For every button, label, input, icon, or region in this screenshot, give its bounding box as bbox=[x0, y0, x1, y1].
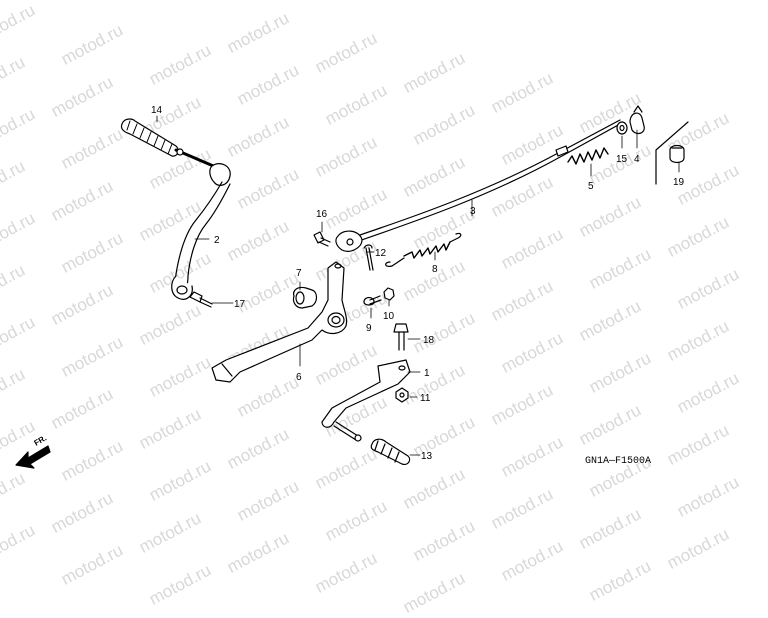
callout-15: 15 bbox=[616, 154, 628, 165]
part-17-bolt bbox=[189, 291, 213, 308]
part-6-brake-pedal bbox=[211, 261, 348, 383]
part-18-bolt bbox=[393, 323, 409, 351]
part-12-pin bbox=[363, 244, 374, 271]
callout-10: 10 bbox=[383, 311, 395, 322]
part-8-spring bbox=[385, 232, 462, 267]
part-5-spring bbox=[567, 147, 609, 165]
part-13-shift-rubber bbox=[370, 438, 411, 465]
front-arrow-icon bbox=[15, 445, 51, 469]
leader-lines bbox=[156, 115, 680, 456]
callout-2: 2 bbox=[214, 235, 220, 246]
part-9-bolt bbox=[363, 295, 382, 306]
part-2-kick-arm bbox=[171, 163, 231, 300]
part-1-shift-arm bbox=[321, 359, 411, 442]
callout-18: 18 bbox=[423, 335, 435, 346]
callout-16: 16 bbox=[316, 209, 328, 220]
part-7-bushing bbox=[292, 286, 318, 309]
callout-8: 8 bbox=[432, 264, 438, 275]
callout-7: 7 bbox=[296, 268, 302, 279]
callout-11: 11 bbox=[420, 393, 431, 404]
callout-5: 5 bbox=[588, 181, 594, 192]
callout-3: 3 bbox=[470, 206, 476, 217]
callout-6: 6 bbox=[296, 372, 302, 383]
callout-numbers: 14 2 17 16 7 12 8 3 5 15 4 19 6 9 10 18 … bbox=[33, 105, 685, 462]
callout-13: 13 bbox=[421, 451, 433, 462]
diagram-code: GN1A—F1500A bbox=[585, 456, 652, 467]
callout-9: 9 bbox=[366, 323, 372, 334]
part-3-rod bbox=[335, 119, 621, 252]
part-14-kick-grip bbox=[120, 118, 220, 170]
callout-17: 17 bbox=[234, 299, 246, 310]
callout-19: 19 bbox=[673, 177, 685, 188]
callout-4: 4 bbox=[634, 154, 640, 165]
front-direction-label: FR. bbox=[33, 433, 49, 447]
callout-14: 14 bbox=[151, 105, 163, 116]
part-16-bolt bbox=[313, 231, 331, 247]
part-4-nut bbox=[629, 105, 645, 135]
part-11-nut bbox=[395, 387, 409, 403]
diagram-drawing: 14 2 17 16 7 12 8 3 5 15 4 19 6 9 10 18 … bbox=[15, 105, 689, 469]
part-10-nut bbox=[383, 287, 395, 301]
callout-12: 12 bbox=[375, 248, 387, 259]
part-19-group bbox=[655, 121, 689, 185]
callout-1: 1 bbox=[424, 368, 430, 379]
part-15-washer bbox=[616, 121, 628, 135]
